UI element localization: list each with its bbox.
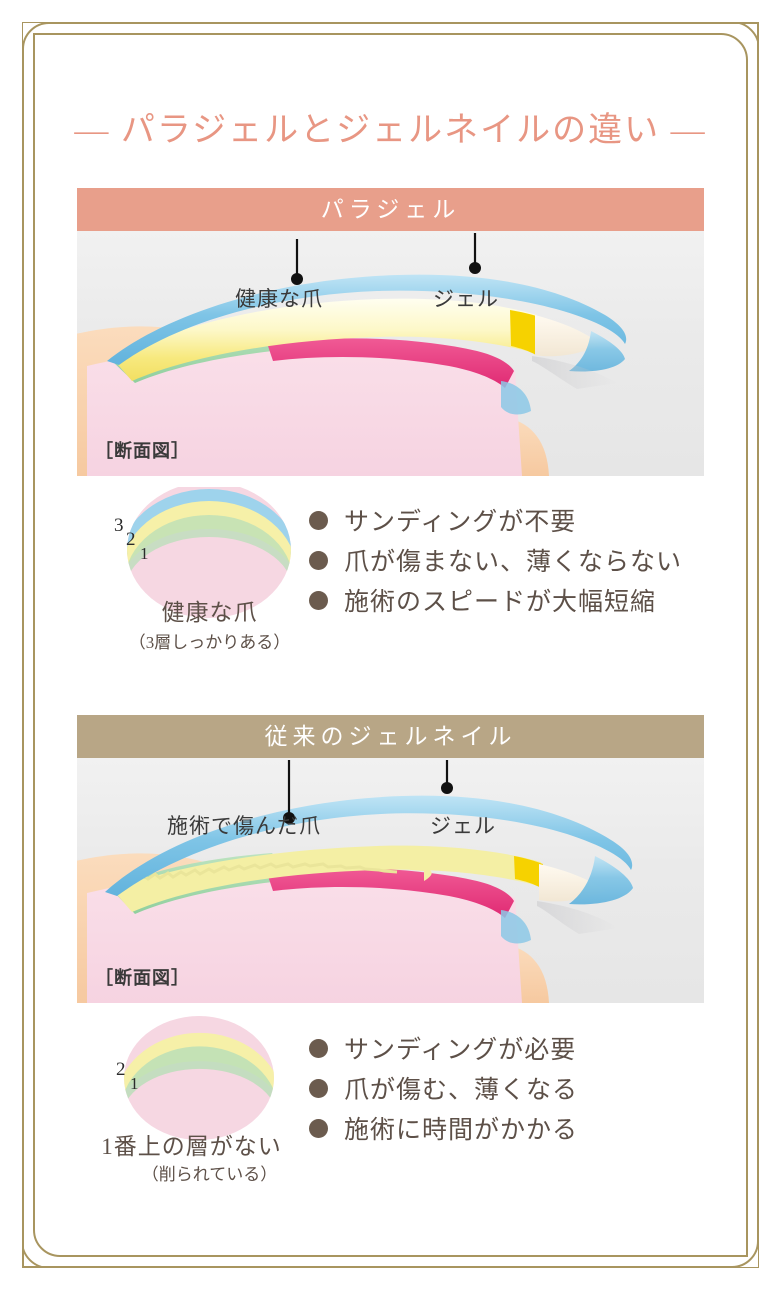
list-item: 爪が傷まない、薄くならない (309, 542, 682, 578)
list-item: サンディングが不要 (309, 502, 682, 538)
leader-dot-gel (441, 782, 453, 794)
nail-layer-green-tint (127, 515, 291, 591)
section-header-paragel: パラジェル (77, 188, 704, 231)
panel-caption-cross-section: ［断面図］ (95, 441, 190, 461)
nail-layer-2-yellow (127, 501, 291, 587)
section-paragel-summary: 3 2 1 健康な爪 （3層しっかりある） サンディングが不要 爪が傷まない、薄… (77, 487, 704, 672)
benefit-list-paragel: サンディングが不要 爪が傷まない、薄くならない 施術のスピードが大幅短縮 (309, 502, 682, 622)
damaged-nail-circle-svg: 2 1 (116, 1016, 274, 1140)
section-header-traditional: 従来のジェルネイル (77, 715, 704, 758)
page-title: ― パラジェルとジェルネイルの違い ― (74, 112, 707, 149)
traditional-cross-section-illustration (77, 760, 633, 1003)
bullet-label: 爪が傷まない、薄くならない (344, 549, 683, 576)
bullet-dot-icon (309, 1078, 328, 1098)
bullet-dot-icon (309, 1118, 328, 1138)
list-item: 施術のスピードが大幅短縮 (309, 582, 682, 618)
bullet-label: 施術に時間がかかる (344, 1117, 579, 1144)
list-item: 施術に時間がかかる (309, 1110, 578, 1146)
nail-layer-green-tint (124, 1046, 274, 1115)
layer-number-1: 1 (130, 1074, 139, 1093)
callout-gel: ジェル (430, 815, 496, 838)
nail-layer-diagram-damaged: 2 1 1番上の層がない （削られている） (101, 1015, 317, 1184)
bullet-dot-icon (309, 510, 328, 530)
leader-dot-damaged-nail (283, 812, 295, 824)
healthy-nail-circle-svg: 3 2 1 (114, 487, 291, 618)
callout-damaged-nail: 施術で傷んだ爪 (167, 815, 321, 838)
bullet-dot-icon (309, 590, 328, 610)
panel-caption-cross-section: ［断面図］ (95, 968, 190, 988)
layer-number-3: 3 (114, 515, 124, 536)
callout-healthy-nail: 健康な爪 (235, 288, 323, 311)
bullet-dot-icon (309, 550, 328, 570)
section-traditional: 従来のジェルネイル (77, 715, 704, 1003)
bullet-label: 爪が傷む、薄くなる (344, 1077, 579, 1104)
circle-label-sub-healthy: （3層しっかりある） (128, 633, 291, 652)
bullet-label: サンディングが必要 (344, 1037, 577, 1064)
leader-dot-gel (469, 262, 481, 274)
cross-section-panel-traditional: 施術で傷んだ爪 ジェル ［断面図］ (77, 758, 704, 1003)
callout-gel: ジェル (433, 288, 499, 311)
paragel-cross-section-illustration (77, 233, 627, 476)
circle-label-sub-damaged: （削られている） (141, 1165, 278, 1184)
cross-section-panel-paragel: 健康な爪 ジェル ［断面図］ (77, 231, 704, 476)
nail-layer-diagram-healthy: 3 2 1 健康な爪 （3層しっかりある） (102, 487, 317, 652)
bullet-dot-icon (309, 1038, 328, 1058)
section-traditional-summary: 2 1 1番上の層がない （削られている） サンディングが必要 爪が傷む、薄くな… (77, 1015, 704, 1200)
section-paragel: パラジェル (77, 188, 704, 476)
bullet-label: 施術のスピードが大幅短縮 (344, 589, 657, 616)
nail-layer-2-yellow (124, 1032, 274, 1111)
list-item: 爪が傷む、薄くなる (309, 1070, 578, 1106)
circle-label-main-damaged: 1番上の層がない (101, 1134, 282, 1159)
leader-dot-healthy-nail (291, 273, 303, 285)
layer-number-1: 1 (140, 544, 149, 563)
drawback-list-traditional: サンディングが必要 爪が傷む、薄くなる 施術に時間がかかる (309, 1030, 578, 1150)
circle-label-main-healthy: 健康な爪 (161, 600, 258, 625)
layer-number-2: 2 (116, 1059, 126, 1080)
layer-number-2: 2 (126, 529, 136, 550)
list-item: サンディングが必要 (309, 1030, 578, 1066)
bullet-label: サンディングが不要 (344, 509, 577, 536)
